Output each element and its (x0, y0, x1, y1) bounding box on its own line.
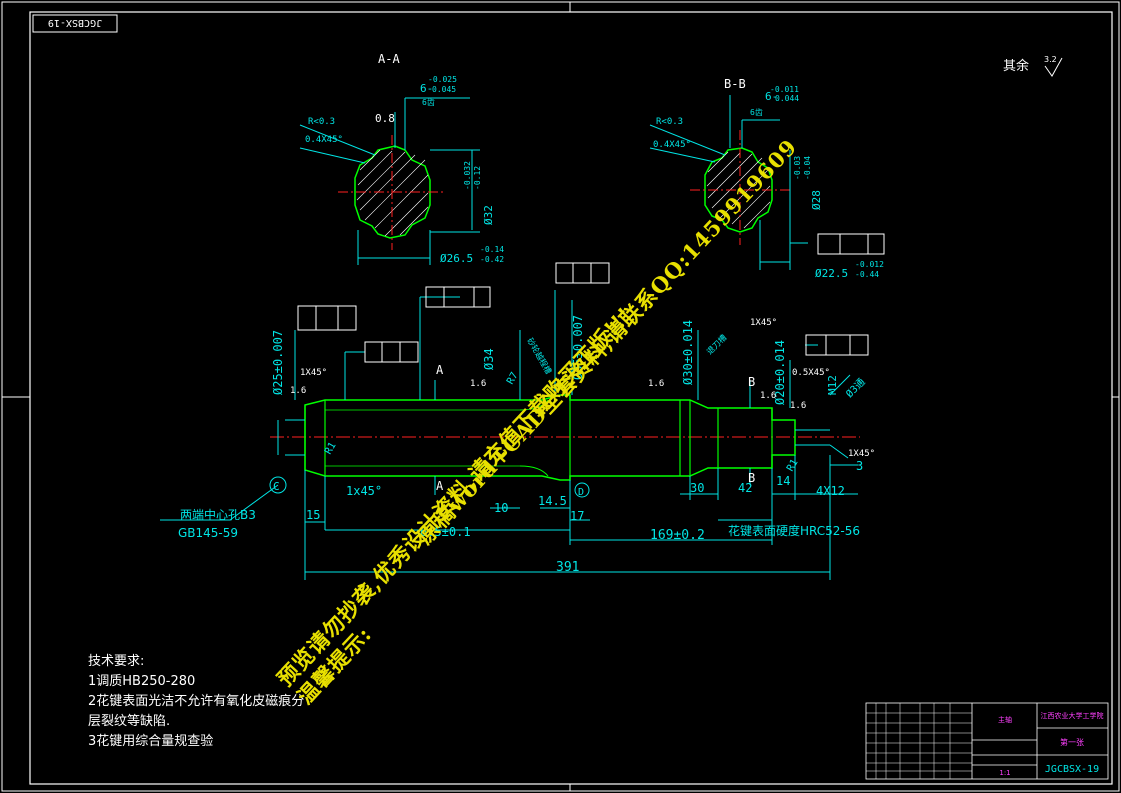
svg-text:10: 10 (494, 501, 508, 515)
svg-text:B: B (748, 375, 755, 389)
svg-text:B: B (748, 471, 755, 485)
svg-text:-0.025: -0.025 (428, 75, 457, 84)
title-block-sheet: 第一张 (1060, 737, 1084, 747)
svg-text:退刀槽: 退刀槽 (704, 332, 728, 356)
svg-text:1x45°: 1x45° (346, 484, 382, 498)
svg-text:-0.032: -0.032 (463, 161, 472, 190)
shaft-main-view: Ø25±0.007 Ø34 Ø35±0.007 Ø30±0.014 Ø20±0.… (160, 262, 875, 580)
svg-text:Ø32: Ø32 (482, 205, 495, 225)
tech-item-1: 1调质HB250-280 (88, 674, 196, 689)
section-bb: B-B 6- -0.011 0.044 6齿 R<0.3 0.4X45° Ø22… (649, 77, 885, 280)
svg-text:4X12: 4X12 (816, 484, 845, 498)
svg-text:Ø35±0.007: Ø35±0.007 (571, 315, 585, 380)
svg-text:1.6: 1.6 (760, 391, 776, 401)
svg-text:砂轮越程槽: 砂轮越程槽 (525, 336, 554, 376)
svg-text:Ø30±0.014: Ø30±0.014 (681, 320, 695, 385)
svg-text:Ø28: Ø28 (810, 190, 823, 210)
svg-text:6.5±0.1: 6.5±0.1 (420, 525, 471, 539)
svg-text:0.4X45°: 0.4X45° (305, 135, 343, 145)
svg-text:6-: 6- (765, 90, 778, 103)
code-box (32, 14, 118, 33)
svg-text:1.6: 1.6 (470, 379, 486, 389)
svg-text:Ø34: Ø34 (482, 348, 496, 370)
svg-text:-0.44: -0.44 (855, 270, 879, 279)
svg-text:A: A (436, 479, 444, 493)
svg-text:30: 30 (690, 481, 704, 495)
svg-text:14.5: 14.5 (538, 494, 567, 508)
technical-requirements: 技术要求: 1调质HB250-280 2花键表面光洁不允许有氧化皮磁痕分 层裂纹… (88, 652, 304, 752)
svg-text:3: 3 (856, 459, 863, 473)
tech-item-3: 层裂纹等缺陷. (88, 714, 171, 729)
roughness-note: 其余 (1003, 58, 1029, 74)
svg-text:1.6: 1.6 (290, 386, 306, 396)
svg-text:-0.011: -0.011 (770, 85, 799, 94)
svg-text:-0.03: -0.03 (793, 156, 802, 180)
svg-text:Ø25±0.007: Ø25±0.007 (271, 330, 285, 395)
svg-text:两端中心孔B3: 两端中心孔B3 (180, 507, 256, 522)
svg-text:0.5X45°: 0.5X45° (792, 368, 830, 378)
svg-text:6齿: 6齿 (750, 108, 763, 117)
section-aa: A-A 6- -0.025 0.045 6齿 R<0.3 0.4X45° 0.8… (299, 52, 504, 265)
svg-text:Ø3通: Ø3通 (844, 376, 868, 400)
code-box-text: JGCBSX-19 (48, 17, 102, 28)
svg-text:R<0.3: R<0.3 (656, 117, 683, 127)
title-block-school: 江西农业大学工学院 (1041, 711, 1104, 720)
svg-text:1.6: 1.6 (648, 379, 664, 389)
svg-text:R1: R1 (785, 458, 801, 474)
svg-text:6齿: 6齿 (422, 98, 435, 107)
svg-text:D: D (578, 487, 584, 498)
svg-text:1X45°: 1X45° (300, 368, 327, 378)
svg-text:M12: M12 (826, 375, 839, 395)
svg-text:14: 14 (776, 474, 790, 488)
svg-text:-0.04: -0.04 (803, 156, 812, 180)
svg-text:-0.14: -0.14 (480, 245, 504, 254)
svg-text:Ø22.5: Ø22.5 (815, 267, 848, 280)
svg-text:C: C (273, 480, 280, 493)
svg-text:17: 17 (570, 509, 584, 523)
svg-text:-0.012: -0.012 (855, 260, 884, 269)
svg-text:6-: 6- (420, 82, 433, 95)
svg-text:GB145-59: GB145-59 (178, 526, 238, 540)
svg-text:花键表面硬度HRC52-56: 花键表面硬度HRC52-56 (728, 523, 860, 538)
svg-text:1.6: 1.6 (790, 401, 806, 411)
svg-text:0.045: 0.045 (432, 85, 456, 94)
svg-text:R1: R1 (323, 441, 339, 457)
svg-text:A: A (436, 363, 444, 377)
roughness-value: 3.2 (1044, 55, 1057, 64)
svg-text:Ø26.5: Ø26.5 (440, 252, 473, 265)
roughness-symbol (1044, 57, 1063, 77)
svg-text:0.8: 0.8 (375, 112, 395, 125)
svg-text:A-A: A-A (378, 52, 400, 66)
svg-text:42: 42 (738, 481, 752, 495)
title-block (865, 702, 1109, 780)
svg-text:1X45°: 1X45° (848, 449, 875, 459)
tech-item-2: 2花键表面光洁不允许有氧化皮磁痕分 (88, 694, 305, 709)
svg-text:R7: R7 (505, 371, 521, 387)
svg-text:B-B: B-B (724, 77, 746, 91)
svg-text:-0.12: -0.12 (473, 166, 482, 190)
svg-text:0.044: 0.044 (775, 94, 799, 103)
tech-item-4: 3花键用综合量规查验 (88, 734, 214, 749)
inner-frame (29, 11, 1113, 785)
svg-text:Ø20±0.014: Ø20±0.014 (773, 340, 787, 405)
tech-title: 技术要求: (88, 654, 145, 669)
title-block-part: 主轴 (998, 715, 1012, 724)
svg-text:0.4X45°: 0.4X45° (653, 140, 691, 150)
title-block-scale: 1:1 (999, 769, 1010, 777)
svg-text:391: 391 (556, 560, 579, 575)
svg-text:1X45°: 1X45° (750, 318, 777, 328)
svg-text:R<0.3: R<0.3 (308, 117, 335, 127)
svg-text:-0.42: -0.42 (480, 255, 504, 264)
svg-text:15: 15 (306, 508, 320, 522)
svg-text:169±0.2: 169±0.2 (650, 528, 705, 543)
title-block-code: JGCBSX-19 (1045, 764, 1099, 775)
